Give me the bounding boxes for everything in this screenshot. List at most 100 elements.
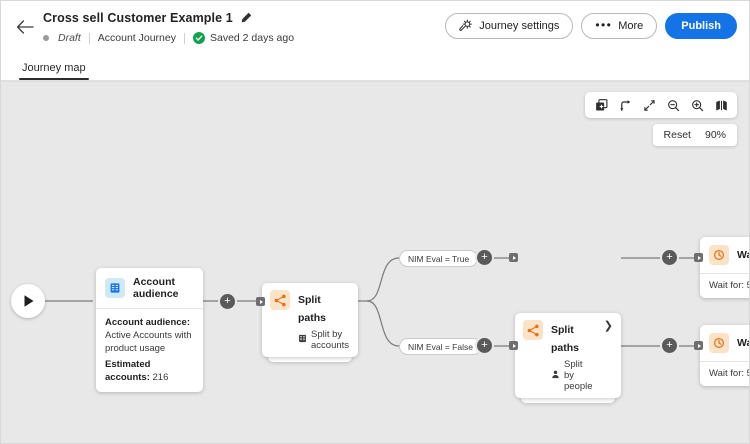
add-step-button[interactable]: +: [662, 250, 677, 265]
title-row: Cross sell Customer Example 1: [43, 10, 294, 26]
audience-count: Estimated accounts: 216: [105, 358, 194, 384]
status-badge: Draft: [58, 32, 81, 44]
split-accounts-card: Split paths Split by accounts: [262, 283, 358, 357]
accounts-icon: [298, 334, 307, 346]
journey-settings-button[interactable]: Journey settings: [445, 13, 574, 39]
node-subtitle-label: Split by people: [564, 359, 593, 392]
minimap-icon[interactable]: [710, 94, 732, 116]
chevron-right-icon[interactable]: ❯: [603, 320, 613, 332]
add-step-label: +: [481, 339, 488, 351]
node-wait-false[interactable]: Wait Wait for: 5 days: [700, 325, 749, 386]
ellipsis-icon: •••: [595, 18, 613, 32]
node-split-people-true[interactable]: Split paths Split by people: [515, 313, 621, 403]
page-title: Cross sell Customer Example 1: [43, 11, 233, 25]
node-title: Split paths: [551, 324, 580, 354]
node-title: Split paths: [298, 294, 327, 324]
canvas-toolbar: [585, 92, 737, 118]
node-subtitle: Split by people: [551, 359, 594, 392]
node-subtitle: Split by accounts: [298, 329, 350, 351]
node-header: Split paths Split by people: [515, 313, 621, 398]
status-dot-icon: [43, 35, 49, 41]
audience-count-label: Estimated accounts:: [105, 359, 151, 383]
app-header: Cross sell Customer Example 1 Draft Acco…: [1, 1, 749, 53]
tab-journey-map[interactable]: Journey map: [19, 62, 89, 80]
journey-type-label: Account Journey: [97, 32, 176, 44]
add-step-label: +: [666, 339, 673, 351]
node-subtitle-label: Split by accounts: [311, 329, 350, 351]
audience-field: Account audience: Active Accounts with p…: [105, 316, 194, 355]
wait-detail-value: 5 days: [747, 280, 749, 291]
back-button[interactable]: [13, 15, 37, 39]
zoom-readout: Reset 90%: [652, 124, 737, 146]
input-port[interactable]: [694, 253, 703, 262]
node-text: Split paths Split by people: [551, 320, 594, 392]
tab-bar: Journey map: [1, 53, 749, 81]
divider: [88, 32, 90, 44]
saved-status: Saved 2 days ago: [192, 32, 295, 44]
gear-icon: [459, 18, 473, 35]
more-label: More: [618, 20, 644, 32]
header-actions: Journey settings ••• More Publish: [445, 13, 737, 39]
input-port[interactable]: [509, 253, 518, 262]
node-account-audience[interactable]: Account audience Account audience: Activ…: [96, 268, 203, 392]
audience-field-value: Active Accounts with product usage: [105, 330, 192, 354]
publish-button[interactable]: Publish: [665, 13, 737, 39]
journey-canvas[interactable]: Reset 90%: [1, 81, 749, 443]
pencil-icon[interactable]: [240, 12, 253, 25]
zoom-in-icon[interactable]: [686, 94, 708, 116]
clock-icon: [709, 245, 729, 265]
zoom-level-label: 90%: [704, 129, 726, 141]
node-header: Split paths Split by accounts: [262, 283, 358, 357]
saved-label: Saved 2 days ago: [209, 32, 295, 44]
node-title: Account audience: [133, 276, 179, 300]
condition-label: NIM Eval = True: [408, 253, 470, 264]
wait-detail-label: Wait for:: [709, 368, 745, 379]
journey-settings-label: Journey settings: [479, 20, 560, 32]
meta-row: Draft Account Journey Saved 2 days ago: [43, 32, 294, 44]
node-wait-true[interactable]: Wait Wait for: 5 days: [700, 237, 749, 298]
zoom-reset-button[interactable]: Reset: [663, 129, 691, 141]
add-step-label: +: [481, 251, 488, 263]
add-step-button[interactable]: +: [220, 294, 235, 309]
add-step-button[interactable]: +: [477, 338, 492, 353]
add-step-label: +: [666, 251, 673, 263]
tab-label: Journey map: [22, 62, 86, 74]
arrow-left-icon: [16, 20, 34, 34]
branch-condition-false[interactable]: NIM Eval = False: [399, 338, 482, 355]
branch-condition-true[interactable]: NIM Eval = True: [399, 250, 479, 267]
journey-start-node[interactable]: [11, 284, 45, 318]
more-button[interactable]: ••• More: [581, 13, 658, 39]
clock-icon: [709, 333, 729, 353]
check-circle-icon: [192, 32, 205, 44]
node-details: Account audience: Active Accounts with p…: [96, 308, 203, 392]
node-header: Wait: [700, 237, 749, 273]
node-details: Wait for: 5 days: [700, 361, 749, 386]
account-audience-icon: [105, 278, 125, 298]
node-header: Account audience: [96, 268, 203, 308]
node-text: Split paths Split by accounts: [298, 290, 350, 351]
input-port[interactable]: [256, 297, 265, 306]
node-title: Wait: [737, 337, 749, 349]
fit-screen-icon[interactable]: [638, 94, 660, 116]
zoom-out-icon[interactable]: [662, 94, 684, 116]
add-step-button[interactable]: +: [477, 250, 492, 265]
layout-icon[interactable]: [614, 94, 636, 116]
flow-graph: Account audience Account audience: Activ…: [1, 82, 749, 443]
node-details: Wait for: 5 days: [700, 273, 749, 298]
split-paths-icon: [523, 320, 543, 340]
wait-detail-label: Wait for:: [709, 280, 745, 291]
input-port[interactable]: [509, 341, 518, 350]
add-step-label: +: [224, 295, 231, 307]
input-port[interactable]: [694, 341, 703, 350]
add-step-button[interactable]: +: [662, 338, 677, 353]
split-people-card: Split paths Split by people: [515, 313, 621, 398]
split-paths-icon: [270, 290, 290, 310]
audience-count-value: 216: [152, 372, 169, 383]
node-header: Wait: [700, 325, 749, 361]
title-block: Cross sell Customer Example 1 Draft Acco…: [43, 10, 294, 44]
condition-label: NIM Eval = False: [408, 341, 473, 352]
node-title: Wait: [737, 249, 749, 261]
node-split-accounts[interactable]: Split paths Split by accounts: [262, 283, 358, 362]
duplicate-icon[interactable]: [590, 94, 612, 116]
